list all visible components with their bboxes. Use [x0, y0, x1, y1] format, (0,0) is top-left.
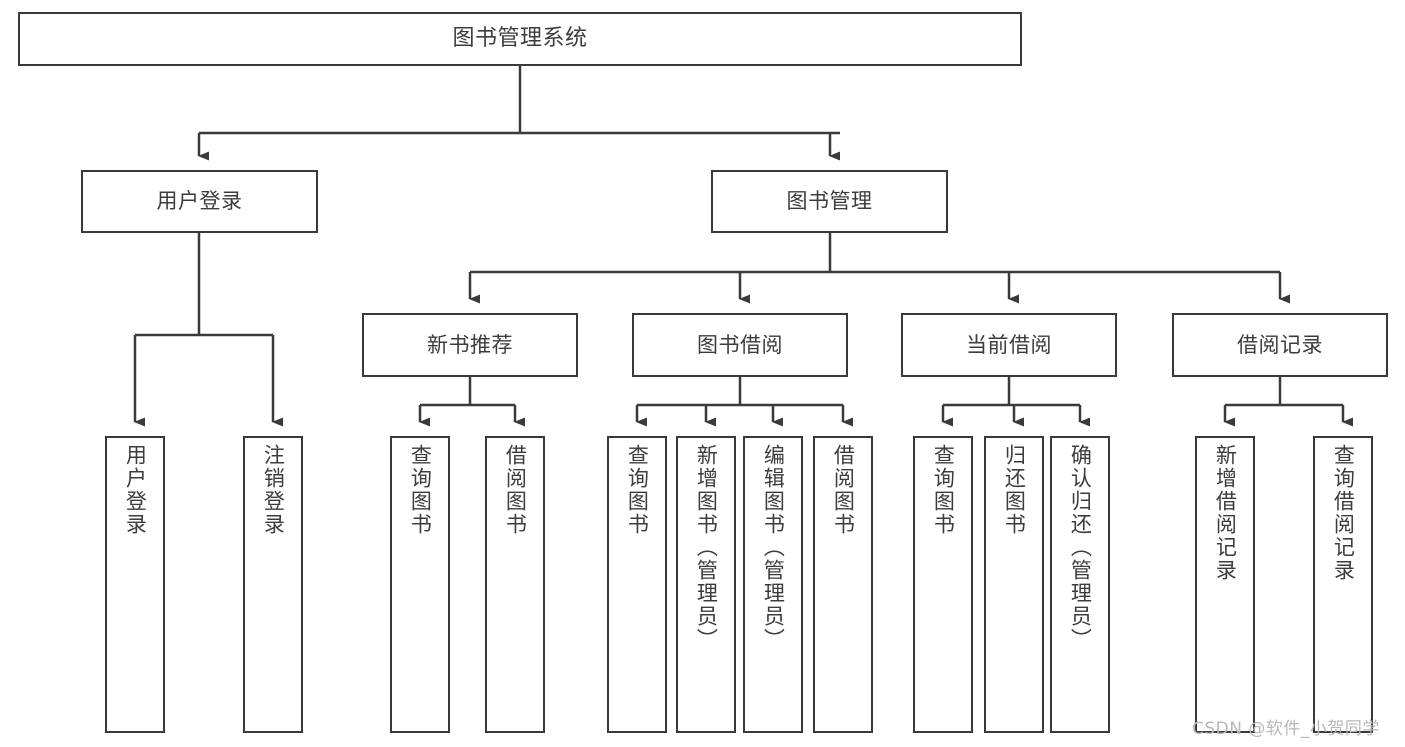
- node-leaf-user-login[interactable]: 用户登录: [105, 436, 165, 733]
- node-new-book-recommend-label: 新书推荐: [427, 332, 513, 357]
- node-leaf-borrow-book-1[interactable]: 借阅图书: [485, 436, 545, 733]
- node-leaf-return-book-label: 归还图书: [1002, 444, 1027, 536]
- node-leaf-query-book-2[interactable]: 查询图书: [607, 436, 667, 733]
- node-book-manage[interactable]: 图书管理: [711, 170, 948, 233]
- node-leaf-borrow-book-2[interactable]: 借阅图书: [813, 436, 873, 733]
- node-borrow-record[interactable]: 借阅记录: [1172, 313, 1388, 377]
- node-leaf-edit-book[interactable]: 编辑图书（管理员）: [743, 436, 803, 733]
- node-leaf-query-book-2-label: 查询图书: [625, 444, 650, 536]
- node-book-borrow[interactable]: 图书借阅: [632, 313, 848, 377]
- node-user-login[interactable]: 用户登录: [81, 170, 318, 233]
- node-leaf-add-record-label: 新增借阅记录: [1213, 444, 1238, 582]
- node-leaf-query-book-1-label: 查询图书: [408, 444, 433, 536]
- node-leaf-add-record[interactable]: 新增借阅记录: [1195, 436, 1255, 733]
- node-root-label: 图书管理系统: [452, 26, 588, 52]
- node-current-borrow-label: 当前借阅: [966, 332, 1052, 357]
- node-leaf-query-record[interactable]: 查询借阅记录: [1313, 436, 1373, 733]
- watermark-text: CSDN @软件_小贺同学: [1192, 719, 1380, 739]
- node-user-login-label: 用户登录: [156, 189, 243, 214]
- node-leaf-add-book[interactable]: 新增图书（管理员）: [676, 436, 736, 733]
- node-book-borrow-label: 图书借阅: [697, 332, 783, 357]
- node-leaf-query-book-3[interactable]: 查询图书: [913, 436, 973, 733]
- node-current-borrow[interactable]: 当前借阅: [901, 313, 1117, 377]
- node-leaf-logout-login-label: 注销登录: [261, 444, 286, 536]
- node-root[interactable]: 图书管理系统: [18, 12, 1022, 66]
- node-leaf-return-book[interactable]: 归还图书: [984, 436, 1044, 733]
- node-leaf-query-book-3-label: 查询图书: [931, 444, 956, 536]
- node-leaf-logout-login[interactable]: 注销登录: [243, 436, 303, 733]
- node-borrow-record-label: 借阅记录: [1237, 332, 1323, 357]
- node-new-book-recommend[interactable]: 新书推荐: [362, 313, 578, 377]
- node-book-manage-label: 图书管理: [786, 189, 873, 214]
- node-leaf-query-record-label: 查询借阅记录: [1331, 444, 1356, 582]
- node-leaf-borrow-book-2-label: 借阅图书: [831, 444, 856, 536]
- node-leaf-confirm-return-label: 确认归还（管理员）: [1068, 444, 1093, 651]
- node-leaf-add-book-label: 新增图书（管理员）: [694, 444, 719, 651]
- node-leaf-confirm-return[interactable]: 确认归还（管理员）: [1050, 436, 1110, 733]
- node-leaf-user-login-label: 用户登录: [123, 444, 148, 536]
- node-leaf-borrow-book-1-label: 借阅图书: [503, 444, 528, 536]
- node-leaf-query-book-1[interactable]: 查询图书: [390, 436, 450, 733]
- node-leaf-edit-book-label: 编辑图书（管理员）: [761, 444, 786, 651]
